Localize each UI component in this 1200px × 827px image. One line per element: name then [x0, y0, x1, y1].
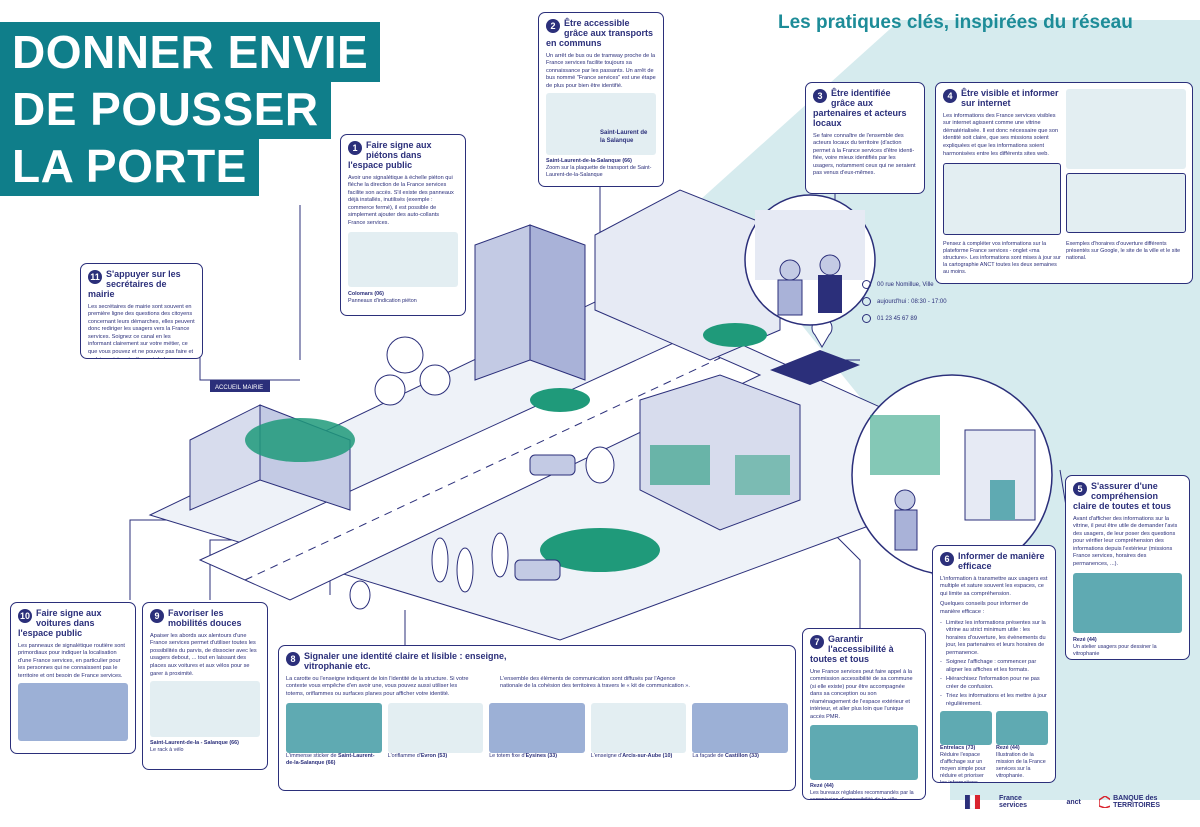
adjustable-desk-photo: [810, 724, 918, 780]
card-7: 7 Garantir l'accessibilité à toutes et t…: [802, 628, 926, 800]
card-5: 5 S'assurer d'une compréhension claire d…: [1065, 475, 1190, 660]
subtitle: Les pratiques clés, inspirées du réseau: [778, 12, 1133, 33]
card-3: 3 Être identifiée grâce aux partenaires …: [805, 82, 925, 194]
road-sign-photo: [18, 683, 128, 742]
address-row: 00 rue Nomillue, Ville: [862, 280, 947, 289]
card-2: 2 Être accessible grâce aux transports e…: [538, 12, 664, 187]
photo-enseigne: [590, 703, 687, 754]
transport-map-photo: Saint-Laurent de la Salanque: [546, 93, 656, 156]
card-1: 1 Faire signe aux piétons dans l'espace …: [340, 134, 466, 316]
phone-row: 01 23 45 67 89: [862, 314, 947, 323]
photo-oriflamme: [387, 703, 484, 754]
bike-rack-photo: [150, 681, 260, 738]
website-screenshot: [943, 163, 1061, 235]
display-photo: [940, 710, 992, 745]
hours-row: aujourd'hui : 08:30 - 17:00: [862, 297, 947, 306]
svg-text:ACCUEIL MAIRIE: ACCUEIL MAIRIE: [215, 385, 263, 391]
location-icon: [862, 280, 871, 289]
photo-sticker: [286, 703, 382, 754]
card-6: 6 Informer de manière efficace L'informa…: [932, 545, 1056, 783]
anct-logo: anct: [1066, 798, 1081, 806]
contact-info: 00 rue Nomillue, Ville aujourd'hui : 08:…: [862, 280, 947, 331]
map-screenshot: [1066, 89, 1186, 169]
card-8: 8 Signaler une identité claire et lisibl…: [278, 645, 796, 791]
clock-icon: [862, 297, 871, 306]
main-title-line-1: DONNER ENVIE: [0, 22, 381, 83]
photo-facade: [692, 703, 788, 754]
zoom-circle-partners: [744, 194, 876, 326]
hours-screenshot: [1066, 173, 1186, 233]
france-services-logo: France services: [999, 795, 1028, 809]
republique-logo: [965, 795, 981, 809]
tips-list: Limitez les informations présentes sur l…: [940, 620, 1048, 709]
zoom-circle-showcase: [851, 374, 1053, 576]
phone-icon: [862, 314, 871, 323]
card-11: 11 S'appuyer sur les secrétaires de mair…: [80, 263, 203, 359]
banque-territoires-logo: BANQUE des TERRITOIRES: [1098, 795, 1200, 809]
partner-logos: France services anct BANQUE des TERRITOI…: [965, 795, 1200, 809]
photo-totem: [489, 703, 585, 754]
workshop-photo: [1073, 572, 1182, 633]
card-9: 9 Favoriser les mobilités douces Apaiser…: [142, 602, 268, 770]
pedestrian-sign-photo: [348, 231, 458, 287]
vitrophanie-photo: [996, 710, 1048, 745]
card-10: 10 Faire signe aux voitures dans l'espac…: [10, 602, 136, 754]
main-title-line-3: LA PORTE: [0, 136, 259, 197]
main-title-line-2: DE POUSSER: [0, 79, 331, 140]
card-4: 4 Être visible et informer sur internet …: [935, 82, 1193, 284]
mairie-sign: [210, 380, 270, 392]
